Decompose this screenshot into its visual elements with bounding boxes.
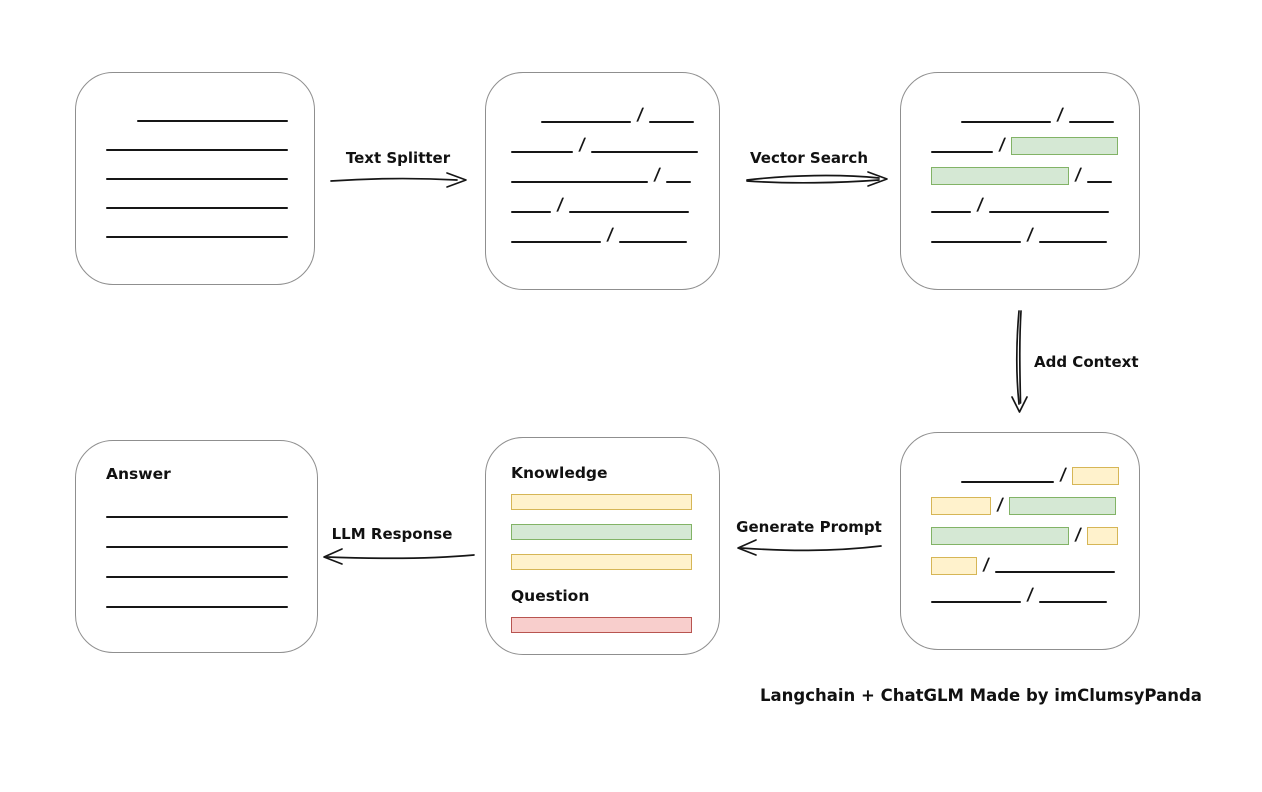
- chunk-row: /: [486, 195, 719, 216]
- text-line: [106, 149, 288, 151]
- text-line: [931, 211, 971, 213]
- slash-separator: /: [1074, 165, 1083, 185]
- chunk-row: /: [901, 105, 1139, 126]
- red-bar: [511, 617, 692, 633]
- vector-search-arrow: [746, 171, 888, 187]
- chunk-row: /: [901, 555, 1139, 576]
- slash-separator: /: [606, 225, 615, 245]
- slash-separator: /: [976, 195, 985, 215]
- green-highlight-chunk: [931, 526, 1069, 545]
- text-line: [1039, 601, 1108, 603]
- text-line: [569, 211, 690, 213]
- generate-prompt-label: Generate Prompt: [736, 518, 882, 536]
- credit-text: Langchain + ChatGLM Made by imClumsyPand…: [760, 686, 1202, 705]
- chunk-row: /: [901, 135, 1139, 156]
- slash-separator: /: [998, 135, 1007, 155]
- prompt-node: Knowledge Question: [485, 437, 720, 655]
- slash-separator: /: [996, 495, 1005, 515]
- text-line: [106, 207, 288, 209]
- slash-separator: /: [556, 195, 565, 215]
- text-line: [591, 151, 699, 153]
- slash-separator: /: [1056, 105, 1065, 125]
- text-line: [106, 516, 288, 518]
- chunk-row: /: [901, 465, 1139, 486]
- text-line: [1039, 241, 1108, 243]
- text-line: [649, 121, 695, 123]
- text-line: [989, 211, 1110, 213]
- text-line: [106, 546, 288, 548]
- slash-separator: /: [578, 135, 587, 155]
- vector-matched-chunks-node: / / / / /: [900, 72, 1140, 290]
- yellow-highlight-chunk: [1087, 526, 1119, 545]
- slash-separator: /: [636, 105, 645, 125]
- text-line: [1069, 121, 1115, 123]
- text-line: [931, 151, 993, 153]
- chunk-row: /: [486, 135, 719, 156]
- generate-prompt-arrow: [737, 539, 882, 556]
- slash-separator: /: [1026, 225, 1035, 245]
- add-context-label: Add Context: [1034, 353, 1139, 371]
- llm-response-label: LLM Response: [331, 525, 453, 543]
- green-highlight-chunk: [1009, 496, 1117, 515]
- answer-node: Answer: [75, 440, 318, 653]
- green-highlight-chunk: [931, 166, 1069, 185]
- text-line: [961, 481, 1054, 483]
- text-line: [106, 236, 288, 238]
- text-line: [931, 601, 1021, 603]
- source-document-node: [75, 72, 315, 285]
- chunk-row: /: [486, 225, 719, 246]
- yellow-highlight-chunk: [931, 556, 977, 575]
- chunk-row: /: [901, 165, 1139, 186]
- slash-separator: /: [1074, 525, 1083, 545]
- text-line: [137, 120, 288, 122]
- slash-separator: /: [982, 555, 991, 575]
- yellow-highlight-chunk: [1072, 466, 1120, 485]
- answer-heading: Answer: [106, 465, 171, 483]
- text-line: [541, 121, 631, 123]
- text-line: [511, 211, 551, 213]
- chunk-row: /: [901, 495, 1139, 516]
- green-highlight-chunk: [1011, 136, 1119, 155]
- text-line: [995, 571, 1116, 573]
- slash-separator: /: [653, 165, 662, 185]
- text-line: [931, 241, 1021, 243]
- text-line: [619, 241, 688, 243]
- llm-response-arrow: [323, 548, 475, 565]
- context-chunks-node: / / / / /: [900, 432, 1140, 650]
- text-splitter-arrow: [330, 172, 467, 188]
- split-text-chunks-node: / / / / /: [485, 72, 720, 290]
- yellow-bar: [511, 494, 692, 510]
- knowledge-bars: [511, 494, 694, 570]
- vector-search-label: Vector Search: [749, 149, 868, 167]
- text-line: [511, 181, 648, 183]
- yellow-bar: [511, 554, 692, 570]
- text-splitter-label: Text Splitter: [345, 149, 451, 167]
- text-line: [106, 606, 288, 608]
- chunk-row: /: [901, 525, 1139, 546]
- chunk-row: /: [486, 165, 719, 186]
- text-line: [666, 181, 692, 183]
- chunk-row: /: [901, 585, 1139, 606]
- answer-lines: [106, 516, 288, 608]
- text-line: [961, 121, 1051, 123]
- chunk-row: /: [901, 195, 1139, 216]
- slash-separator: /: [1059, 465, 1068, 485]
- question-bars: [511, 617, 694, 633]
- text-line: [106, 178, 288, 180]
- green-bar: [511, 524, 692, 540]
- chunk-row: /: [486, 105, 719, 126]
- add-context-arrow: [1011, 310, 1028, 413]
- text-line: [511, 241, 601, 243]
- knowledge-heading: Knowledge: [511, 464, 608, 482]
- chunk-row: /: [901, 225, 1139, 246]
- text-line: [1087, 181, 1113, 183]
- question-heading: Question: [511, 587, 590, 605]
- text-line: [106, 576, 288, 578]
- yellow-highlight-chunk: [931, 496, 991, 515]
- text-line: [511, 151, 573, 153]
- slash-separator: /: [1026, 585, 1035, 605]
